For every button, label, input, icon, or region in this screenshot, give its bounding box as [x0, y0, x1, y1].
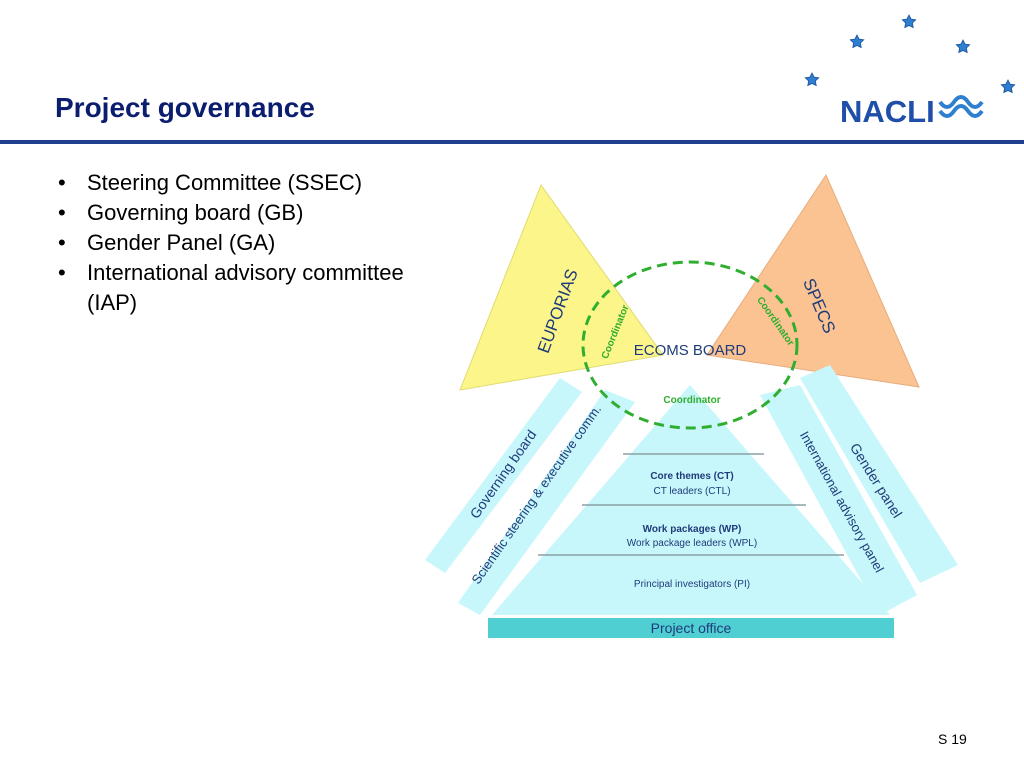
bullet-item: Governing board (GB) — [55, 198, 425, 228]
bullet-item: Gender Panel (GA) — [55, 228, 425, 258]
logo-star-icon — [1000, 79, 1016, 94]
logo-star-icon — [849, 34, 865, 49]
naclim-logo: NACLI — [804, 14, 1016, 129]
project-office-bar — [488, 618, 894, 638]
principal-investigators-label: Principal investigators (PI) — [634, 579, 750, 590]
work-packages-title: Work packages (WP) — [643, 524, 742, 535]
international-advisory-panel — [760, 385, 917, 615]
logo-star-icon — [901, 14, 917, 29]
core-pyramid — [492, 385, 890, 615]
logo-wave-icon — [938, 104, 984, 118]
ecoms-board-label: ECOMS BOARD — [634, 342, 747, 359]
logo-wave-icon — [938, 95, 984, 109]
gender-panel — [800, 365, 958, 583]
ecoms-circle — [581, 260, 799, 430]
slide-number: S 19 — [938, 731, 967, 747]
work-packages-subtitle: Work package leaders (WPL) — [627, 538, 757, 549]
page-title: Project governance — [55, 92, 315, 123]
governance-diagram: EUPORIAS SPECS ECOMS BOARD Coordinator C… — [425, 173, 958, 638]
coordinator-bottom-label: Coordinator — [663, 395, 720, 406]
core-themes-title: Core themes (CT) — [650, 471, 733, 482]
governing-board-panel — [425, 378, 582, 573]
project-office-label: Project office — [651, 620, 732, 636]
title-divider — [0, 140, 1024, 144]
bullet-item: Steering Committee (SSEC) — [55, 168, 425, 198]
logo-star-icon — [804, 72, 820, 87]
logo-text: NACLI — [840, 94, 935, 129]
bullet-list: Steering Committee (SSEC) Governing boar… — [55, 168, 425, 318]
steering-committee-panel — [458, 390, 635, 615]
core-themes-subtitle: CT leaders (CTL) — [653, 486, 730, 497]
bullet-item: International advisory committee (IAP) — [55, 258, 425, 318]
logo-star-icon — [955, 39, 971, 54]
specs-triangle — [706, 173, 920, 388]
euporias-triangle — [459, 183, 664, 391]
